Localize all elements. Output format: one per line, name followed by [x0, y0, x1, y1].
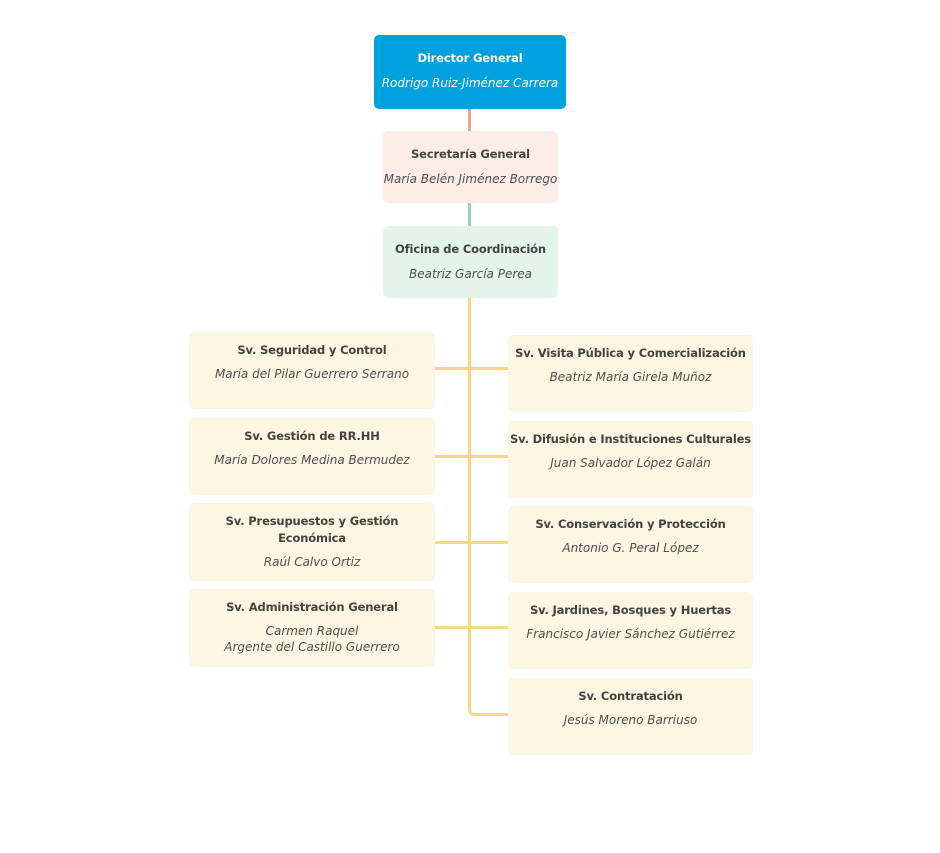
node-title: Sv. Gestión de RR.HH: [244, 429, 380, 443]
org-node-contratacion[interactable]: Sv. Contratación Jesús Moreno Barriuso: [508, 678, 753, 755]
node-title: Sv. Conservación y Protección: [535, 517, 726, 531]
node-name: Juan Salvador López Galán: [550, 456, 711, 470]
org-node-director-general[interactable]: Director General Rodrigo Ruiz-Jiménez Ca…: [374, 35, 566, 109]
org-node-administracion-general[interactable]: Sv. Administración General Carmen Raquel…: [189, 589, 435, 667]
org-node-difusion-instituciones-culturales[interactable]: Sv. Difusión e Instituciones Culturales …: [508, 421, 753, 498]
node-title: Sv. Seguridad y Control: [237, 343, 387, 357]
node-title: Secretaría General: [411, 147, 530, 161]
node-name: Beatriz García Perea: [408, 267, 533, 281]
node-name: Antonio G. Peral López: [562, 541, 699, 555]
org-node-jardines-bosques-huertas[interactable]: Sv. Jardines, Bosques y Huertas Francisc…: [508, 592, 753, 669]
node-name: María del Pilar Guerrero Serrano: [214, 367, 410, 381]
org-node-presupuestos-gestion-economica[interactable]: Sv. Presupuestos y Gestión Económica Raú…: [189, 503, 435, 581]
node-name: María Belén Jiménez Borrego: [383, 172, 558, 186]
org-node-gestion-rrhh[interactable]: Sv. Gestión de RR.HH María Dolores Medin…: [189, 418, 435, 495]
org-node-secretaria-general[interactable]: Secretaría General María Belén Jiménez B…: [383, 131, 558, 203]
node-name: Raúl Calvo Ortiz: [263, 555, 361, 569]
node-title: Sv. Presupuestos y Gestión Económica: [225, 514, 399, 545]
node-name: Beatriz María Girela Muñoz: [549, 370, 712, 384]
connector-row-3: [435, 541, 508, 544]
node-title: Oficina de Coordinación: [395, 242, 546, 256]
org-node-conservacion-proteccion[interactable]: Sv. Conservación y Protección Antonio G.…: [508, 506, 753, 583]
node-title: Sv. Visita Pública y Comercialización: [515, 346, 746, 360]
org-node-oficina-coordinacion[interactable]: Oficina de Coordinación Beatriz García P…: [383, 226, 558, 298]
node-title: Director General: [417, 51, 523, 65]
connector-row-1: [435, 367, 508, 370]
connector-row-5-elbow: [468, 700, 508, 716]
node-title: Sv. Difusión e Instituciones Culturales: [510, 432, 751, 446]
node-name: María Dolores Medina Bermudez: [214, 453, 410, 467]
node-name: Jesús Moreno Barriuso: [563, 713, 698, 727]
org-node-seguridad-control[interactable]: Sv. Seguridad y Control María del Pilar …: [189, 332, 435, 409]
node-name: Rodrigo Ruiz-Jiménez Carrera: [381, 76, 559, 90]
connector-row-2: [435, 455, 508, 458]
node-name: Francisco Javier Sánchez Gutiérrez: [526, 627, 735, 641]
connector-director-secretaria: [468, 109, 471, 131]
node-title: Sv. Administración General: [226, 600, 398, 614]
org-node-visita-publica-comercializacion[interactable]: Sv. Visita Pública y Comercialización Be…: [508, 335, 753, 412]
node-title: Sv. Jardines, Bosques y Huertas: [529, 603, 732, 617]
node-title: Sv. Contratación: [578, 689, 683, 703]
node-name: Carmen Raquel Argente del Castillo Guerr…: [224, 624, 400, 654]
connector-row-4: [435, 626, 508, 629]
connector-secretaria-oficina: [468, 203, 471, 226]
connector-trunk: [468, 298, 471, 705]
